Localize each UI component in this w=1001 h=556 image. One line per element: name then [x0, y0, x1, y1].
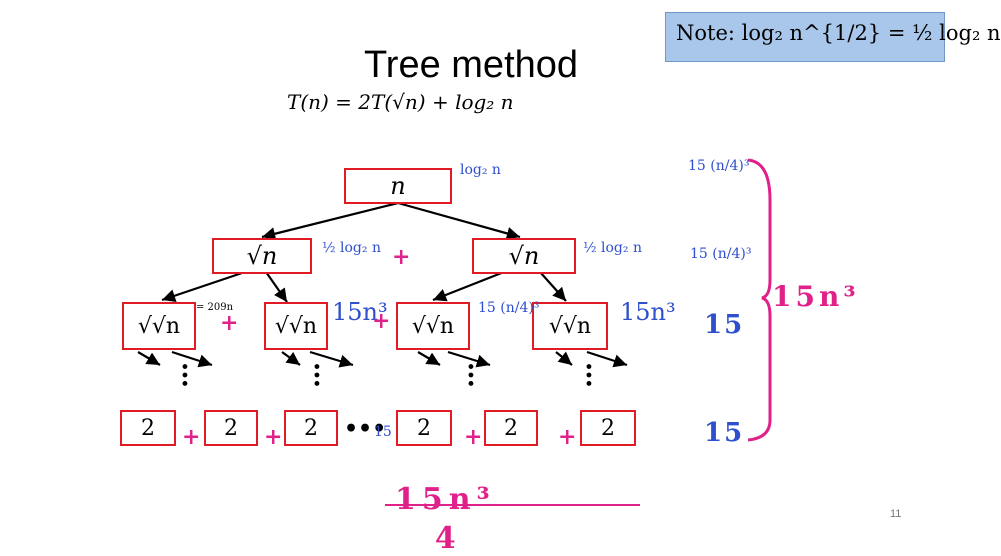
level2-node-2: √√n: [264, 302, 328, 350]
level1-right-value: √n: [508, 242, 540, 270]
leaf-node: 2: [204, 410, 258, 446]
ellipsis-vertical: …: [462, 362, 492, 388]
level1-node-left: √n: [212, 238, 312, 274]
note-box: Note: log₂ n^{1/2} = ½ log₂ n: [665, 12, 1001, 62]
mid-term-right: 15n³: [620, 298, 676, 326]
right-label-level1: 15 (n/4)³: [690, 246, 752, 262]
plus-sign: +: [392, 244, 411, 270]
plus-sign: +: [264, 424, 283, 450]
brace-sum-label: 15n³: [772, 280, 860, 313]
leaf-node: 2: [580, 410, 636, 446]
root-node: n: [344, 168, 452, 204]
level2-node-4: √√n: [532, 302, 608, 350]
level1-cost-right: ½ log₂ n: [583, 240, 642, 256]
bottom-fraction: 15n³ 4: [395, 482, 496, 556]
mid-fraction: 15 (n/4)³: [478, 300, 540, 316]
ellipsis-vertical: …: [176, 362, 206, 388]
right-label-level2: 15: [704, 310, 745, 340]
level2-1-value: √√n: [137, 313, 181, 339]
bottom-fraction-denominator: 4: [434, 521, 456, 556]
sum-annotation: = 209n: [196, 302, 234, 313]
right-label-level0: 15 (n/4)³: [688, 158, 750, 174]
leaf-value: 2: [601, 415, 615, 441]
mid-term-left: 15n³: [332, 298, 388, 326]
level2-node-3: √√n: [396, 302, 470, 350]
note-text: Note: log₂ n^{1/2} = ½ log₂ n: [676, 21, 1001, 45]
dots-label: 15: [374, 424, 392, 440]
plus-sign: +: [558, 424, 577, 450]
level1-node-right: √n: [472, 238, 576, 274]
leaf-node: 2: [284, 410, 338, 446]
leaf-value: 2: [504, 415, 518, 441]
plus-sign: +: [372, 308, 391, 334]
right-label-leaves: 15: [704, 418, 745, 448]
level2-4-value: √√n: [548, 313, 592, 339]
slide-title: Tree method: [364, 44, 579, 86]
root-cost: log₂ n: [460, 162, 501, 178]
level2-node-1: √√n: [122, 302, 196, 350]
leaf-value: 2: [141, 415, 155, 441]
leaf-value: 2: [304, 415, 318, 441]
dots: •••: [344, 416, 387, 442]
leaf-node: 2: [120, 410, 176, 446]
root-value: n: [390, 172, 406, 200]
leaf-node: 2: [484, 410, 538, 446]
recurrence-formula: T(n) = 2T(√n) + log₂ n: [287, 90, 514, 114]
ellipsis-vertical: …: [308, 362, 338, 388]
leaf-value: 2: [224, 415, 238, 441]
level1-cost-left: ½ log₂ n: [322, 240, 381, 256]
level1-left-value: √n: [246, 242, 278, 270]
ellipsis-vertical: …: [580, 362, 610, 388]
plus-sign: +: [182, 424, 201, 450]
level2-2-value: √√n: [274, 313, 318, 339]
tree-edges: [137, 158, 772, 506]
plus-sign: +: [220, 310, 239, 336]
leaf-node: 2: [396, 410, 452, 446]
leaf-value: 2: [417, 415, 431, 441]
plus-sign: +: [464, 424, 483, 450]
bottom-fraction-numerator: 15n³: [395, 482, 496, 517]
level2-3-value: √√n: [411, 313, 455, 339]
page-number: 11: [890, 508, 902, 520]
